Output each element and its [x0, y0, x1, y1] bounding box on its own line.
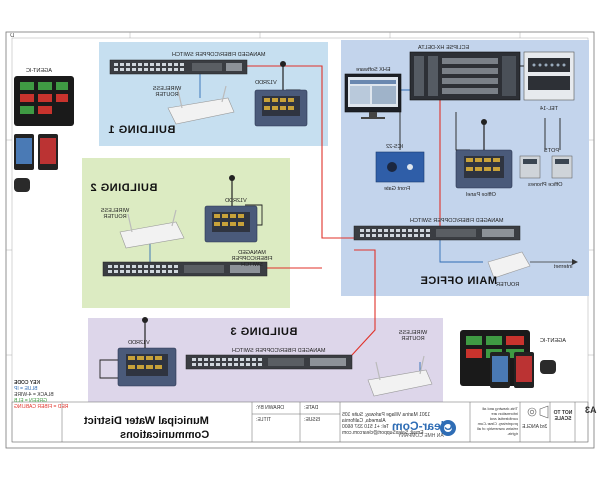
office-panel-v12rdd [455, 119, 513, 189]
building-2-switch-label: MANAGED FIBER/COPPER SWITCH [231, 250, 273, 268]
main-office-title: MAIN OFFICE [420, 275, 497, 287]
building-1-switch [109, 59, 248, 75]
office-phones [519, 155, 573, 179]
confidentiality-disclaimer: This drawing and all information are con… [477, 406, 518, 436]
building-1-v12rdd-label: V12RDD [255, 80, 277, 86]
eclipse-hx-delta-frame [409, 51, 521, 101]
building-2-wireless-router [119, 209, 185, 249]
building-3-v12rdd-panel [117, 317, 177, 387]
building-1-v12rdd-panel [254, 61, 308, 127]
building-3-v12rdd-label: V12RDD [128, 340, 150, 346]
issue-label: ISSUE: [304, 417, 321, 423]
agent-ic-right-devices [460, 330, 556, 388]
ics-22-panel [375, 151, 425, 183]
internet-label: Internet [554, 264, 573, 270]
building-3-switch [185, 354, 353, 370]
building-2-title: BUILDING 2 [90, 182, 158, 194]
building-1-title: BUILDING 1 [108, 124, 176, 136]
building-1-wireless-router [167, 85, 235, 125]
sheet-frame [5, 31, 595, 449]
main-office-switch-label: MANAGED FIBER/COPPER SWITCH [410, 218, 504, 224]
building-3-wireless-router [367, 355, 433, 397]
ics22-label: ICS-22 [386, 144, 404, 150]
tel-14-rack [523, 51, 575, 101]
building-3-title: BUILDING 3 [230, 326, 298, 338]
drawing-title-line-2: Communications [120, 429, 210, 441]
agent-ic-left-label: AGENT-IC [26, 68, 52, 74]
sheet-size-label: A3 [585, 405, 597, 415]
ehx-label: EHX Software [356, 67, 391, 73]
building-1-router-label: WIRELESS ROUTER [152, 86, 182, 98]
pots-label: POTS [544, 148, 559, 154]
router-label: ROUTER [496, 282, 520, 288]
title-block-frame [11, 401, 589, 443]
building-3-switch-label: MANAGED FIBER/COPPER SWITCH [232, 348, 326, 354]
internet-router [487, 251, 578, 279]
not-to-scale-label: NOT TO SCALE [553, 410, 573, 422]
front-gate-label: Front Gate [384, 186, 411, 192]
building-2-switch [102, 261, 268, 277]
building-3-router-label: WIRELESS ROUTER [398, 330, 428, 342]
date-label: DATE: [304, 405, 319, 411]
title-field-label: TITLE: [256, 417, 272, 423]
main-office-switch [353, 225, 521, 241]
agent-ic-left-devices [14, 76, 74, 192]
ehx-software-monitor [344, 73, 402, 119]
building-2-zone [82, 158, 290, 308]
third-angle-projection-icon [527, 405, 549, 419]
third-angle-label: 3rd ANGLE [522, 424, 548, 430]
tel14-label: TEL-14 [540, 106, 559, 112]
building-2-router-label: WIRELESS ROUTER [100, 208, 130, 220]
sheet-border-label: D [10, 33, 15, 39]
company-address: 1301 Marina Village Parkway, Suite 105 A… [342, 412, 431, 436]
office-panel-label: Office Panel [466, 192, 496, 198]
key-code-legend: KEY CODE BLUE = IP BLACK = 4-WIRE GREEN … [14, 380, 69, 410]
building-2-v12rdd-panel [204, 175, 258, 243]
office-phones-label: Office Phones [528, 182, 563, 188]
building-1-switch-label: MANAGED FIBER/COPPER SWITCH [172, 52, 266, 58]
drawing-title-line-1: Municipal Water District [84, 415, 209, 427]
agent-ic-right-label: AGENT-IC [540, 338, 566, 344]
eclipse-label: ECLIPSE HX-DELTA [418, 45, 470, 51]
drawn-by-label: DRAWN BY: [256, 405, 284, 411]
building-2-v12rdd-label: V12RDD [225, 198, 247, 204]
